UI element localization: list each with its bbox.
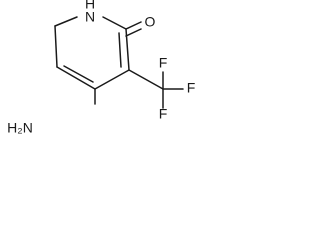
atom-label-oxygen: O <box>145 14 156 30</box>
bond-c6-c5 <box>56 66 96 90</box>
double-bond-c2-o <box>125 28 142 37</box>
atom-label-n1: N <box>85 9 95 25</box>
atom-label-fluorine-right: F <box>187 80 196 96</box>
bond-n1-c6 <box>54 25 58 68</box>
molecule-diagram: N H O H₂N F F F <box>7 0 196 136</box>
bond-c5-c4 <box>94 69 130 90</box>
atom-label-n1-hydrogen: H <box>85 0 95 12</box>
atom-label-fluorine-bottom: F <box>159 106 168 122</box>
double-bond-c4-c3-inner <box>118 32 122 68</box>
double-bond-c6-c5-inner <box>63 65 94 83</box>
bond-c3-c2 <box>102 16 127 30</box>
atom-label-amino: H₂N <box>7 120 33 136</box>
atom-label-fluorine-top: F <box>159 55 168 71</box>
bond-c2-o <box>125 21 142 30</box>
bond-c4-cf3 <box>128 69 164 90</box>
bond-c2-n1 <box>54 16 78 27</box>
